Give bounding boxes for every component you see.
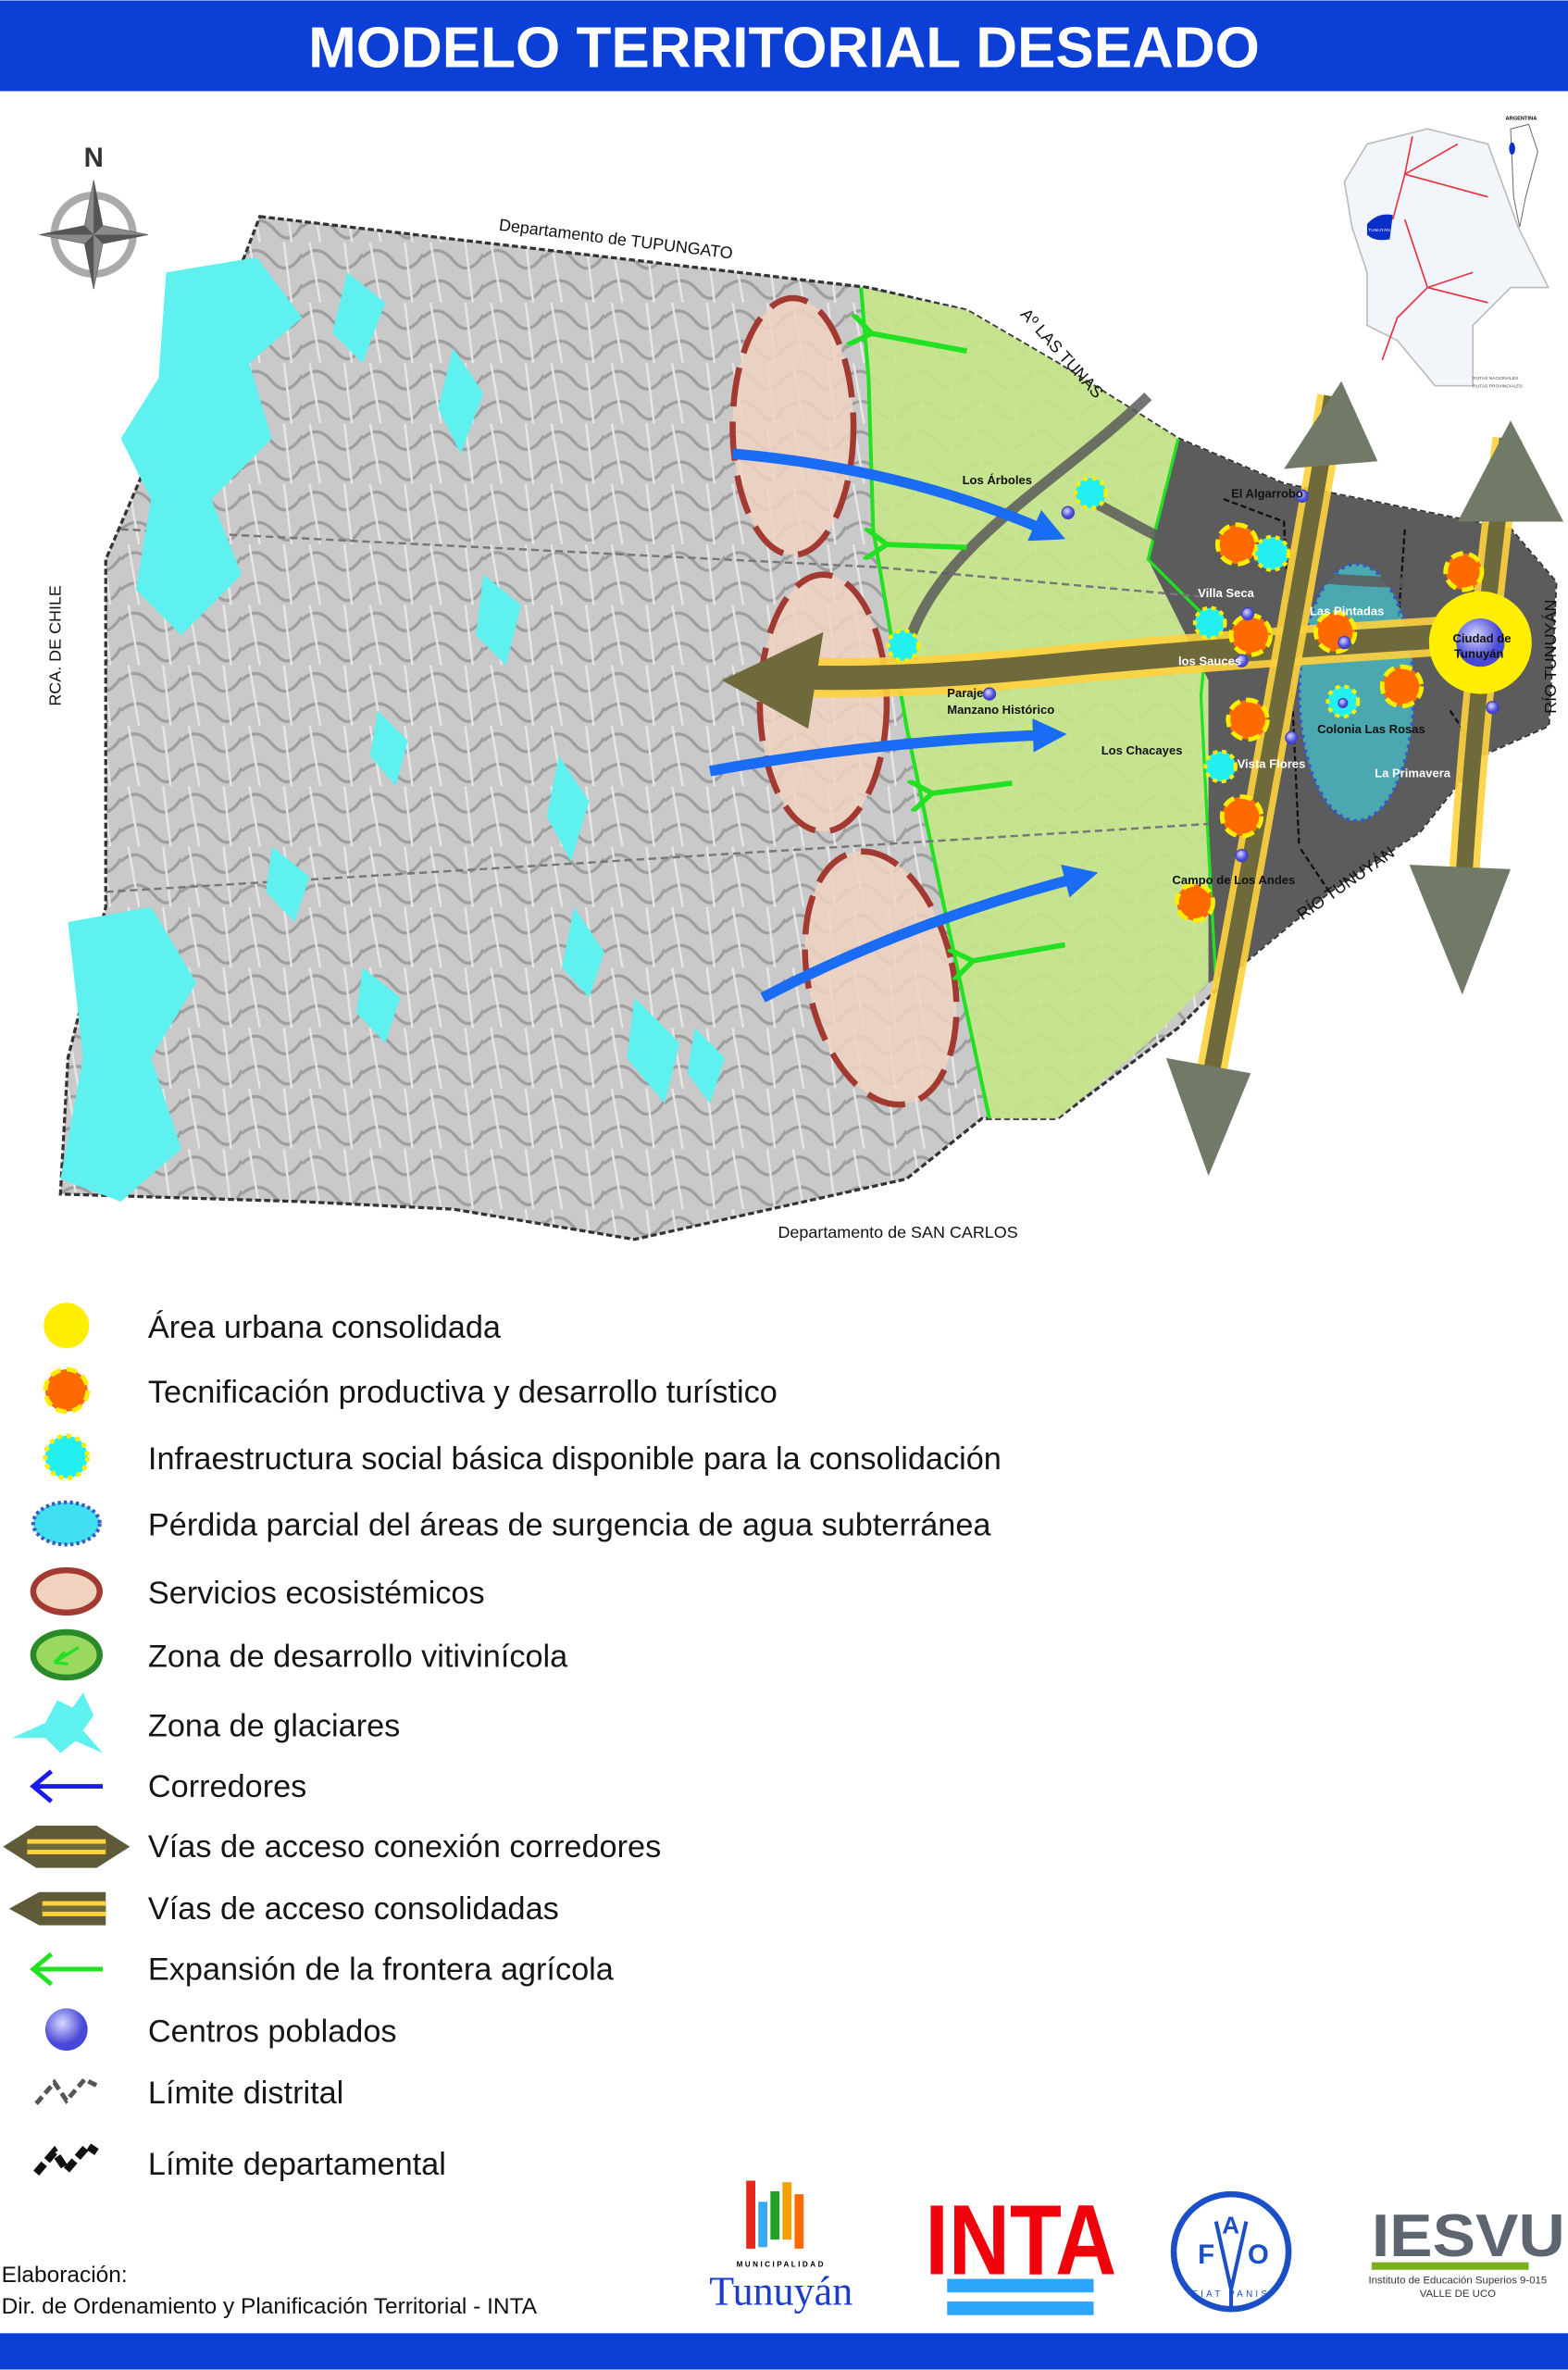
legend-label-agri-expansion: Expansión de la frontera agrícola	[148, 1952, 615, 1987]
legend-label-district-limit: Límite distrital	[148, 2076, 343, 2111]
legend-label-urban: Área urbana consolidada	[148, 1309, 502, 1345]
consolidated-road-icon	[8, 1891, 106, 1926]
place-los-sauces: los Sauces	[1178, 655, 1241, 668]
logo-fao-motto: FIAT PANIS	[1192, 2289, 1270, 2300]
place-colonia-las-rosas: Colonia Las Rosas	[1317, 722, 1425, 736]
agricultural-frontier-line	[859, 287, 991, 1119]
logo-inta: INTA	[925, 2186, 1116, 2315]
place-el-algarrobo: El Algarrobo	[1231, 486, 1303, 500]
inset-legend-provincial: RUTAS PROVINCIALES	[1473, 383, 1523, 389]
legend: Área urbana consolidada Tecnificación pr…	[3, 1303, 1002, 2182]
place-vista-flores: Vista Flores	[1238, 757, 1306, 771]
logo-muni-name: Tunuyán	[709, 2268, 852, 2314]
legend-label-ecosystem: Servicios ecosistémicos	[148, 1576, 485, 1611]
inset-tunuyan-label: TUNUYÁN	[1368, 227, 1390, 233]
district-limit-urban	[1223, 498, 1482, 893]
glacier-zones	[60, 256, 726, 1202]
viticulture-icon	[30, 1628, 103, 1681]
corridor-road-icon	[3, 1825, 131, 1868]
district-limit	[106, 528, 1209, 893]
corridor-arrow-icon	[30, 1769, 103, 1803]
compass-north-label: N	[84, 143, 104, 173]
district-limit-icon	[34, 2077, 98, 2105]
inset-argentina-label: ARGENTINA	[1505, 116, 1537, 121]
place-los-arboles: Los Árboles	[963, 473, 1032, 487]
credit-label: Elaboración:	[2, 2263, 128, 2288]
ecosystem-services-icon	[30, 1566, 103, 1616]
page-title: MODELO TERRITORIAL DESEADO	[308, 16, 1260, 80]
legend-label-department-limit: Límite departamental	[148, 2147, 446, 2182]
logo-ies-sub2: VALLE DE UCO	[1420, 2289, 1496, 2300]
agricultural-expansion-arrows	[868, 333, 1066, 962]
tecnificacion-icon	[43, 1366, 91, 1415]
place-paraje-line1: Paraje	[947, 686, 983, 700]
logo-fao-o: O	[1248, 2239, 1269, 2270]
place-ciudad-line2: Tunuyán	[1454, 646, 1503, 660]
legend-label-corridors: Corredores	[148, 1769, 306, 1804]
border-west-label: RCA. DE CHILE	[45, 585, 64, 706]
corridor-arrows	[709, 448, 1099, 1003]
header-bar	[0, 0, 1568, 92]
place-las-pintadas: Las Pintadas	[1310, 605, 1384, 618]
ecosystem-services-zones	[729, 294, 960, 1108]
groundwater-icon	[31, 1500, 102, 1547]
place-campo-de-los-andes: Campo de Los Andes	[1172, 873, 1295, 887]
logo-inta-text: INTA	[925, 2186, 1116, 2297]
footer-bar	[0, 2333, 1568, 2370]
legend-label-consolidated-roads: Vías de acceso consolidadas	[148, 1891, 559, 1927]
legend-label-viticulture: Zona de desarrollo vitivinícola	[148, 1640, 568, 1675]
inset-location-map: TUNUYÁN ARGENTINA RUTAS NACIONALES RUTAS…	[1343, 116, 1550, 389]
logo-ies-sub1: Instituto de Educación Superios 9-015	[1368, 2275, 1547, 2286]
centro-poblado-ciudad	[1456, 618, 1505, 667]
legend-label-groundwater: Pérdida parcial del áreas de surgencia d…	[148, 1508, 991, 1543]
department-limit-icon	[33, 2140, 99, 2177]
urban-area-icon	[44, 1303, 90, 1349]
legend-label-corridor-roads: Vías de acceso conexión corredores	[148, 1829, 661, 1865]
agricultural-expansion-icon	[30, 1952, 103, 1987]
populated-center-icon	[44, 2008, 88, 2052]
logo-muni-small: MUNICIPALIDAD	[737, 2261, 826, 2269]
logo-iesvu: IESVU Instituto de Educación Superios 9-…	[1368, 2202, 1564, 2300]
logo-fao: F A O FIAT PANIS	[1170, 2190, 1292, 2313]
place-paraje-line2: Manzano Histórico	[947, 703, 1054, 717]
access-roads	[722, 380, 1564, 1177]
logo-fao-f: F	[1198, 2239, 1214, 2270]
place-ciudad-line1: Ciudad de	[1452, 631, 1511, 645]
river-east-label: RÍO TUNUYÁN	[1541, 600, 1560, 714]
centros-poblados	[982, 489, 1500, 863]
place-la-primavera: La Primavera	[1375, 766, 1451, 780]
legend-label-infraestructura: Infraestructura social básica disponible…	[148, 1441, 1002, 1477]
compass-rose-icon	[39, 180, 149, 290]
legend-label-glaciers: Zona de glaciares	[148, 1709, 400, 1744]
inset-legend-national: RUTAS NACIONALES	[1473, 376, 1519, 381]
map: Los Árboles El Algarrobo Villa Seca Las …	[45, 215, 1564, 1241]
infraestructura-icon	[43, 1433, 91, 1481]
logo-municipalidad-tunuyan: MUNICIPALIDAD Tunuyán	[709, 2180, 852, 2314]
logo-ies-text: IESVU	[1372, 2202, 1565, 2269]
place-los-chacayes: Los Chacayes	[1101, 743, 1183, 757]
legend-label-populated-centers: Centros poblados	[148, 2014, 397, 2049]
place-villa-seca: Villa Seca	[1198, 586, 1254, 600]
glacier-icon	[12, 1692, 103, 1753]
legend-label-tecnificacion: Tecnificación productiva y desarrollo tu…	[148, 1375, 778, 1410]
logo-fao-a: A	[1222, 2212, 1239, 2239]
credit-organization: Dir. de Ordenamiento y Planificación Ter…	[2, 2294, 538, 2319]
border-south-label: Departamento de SAN CARLOS	[778, 1223, 1017, 1241]
